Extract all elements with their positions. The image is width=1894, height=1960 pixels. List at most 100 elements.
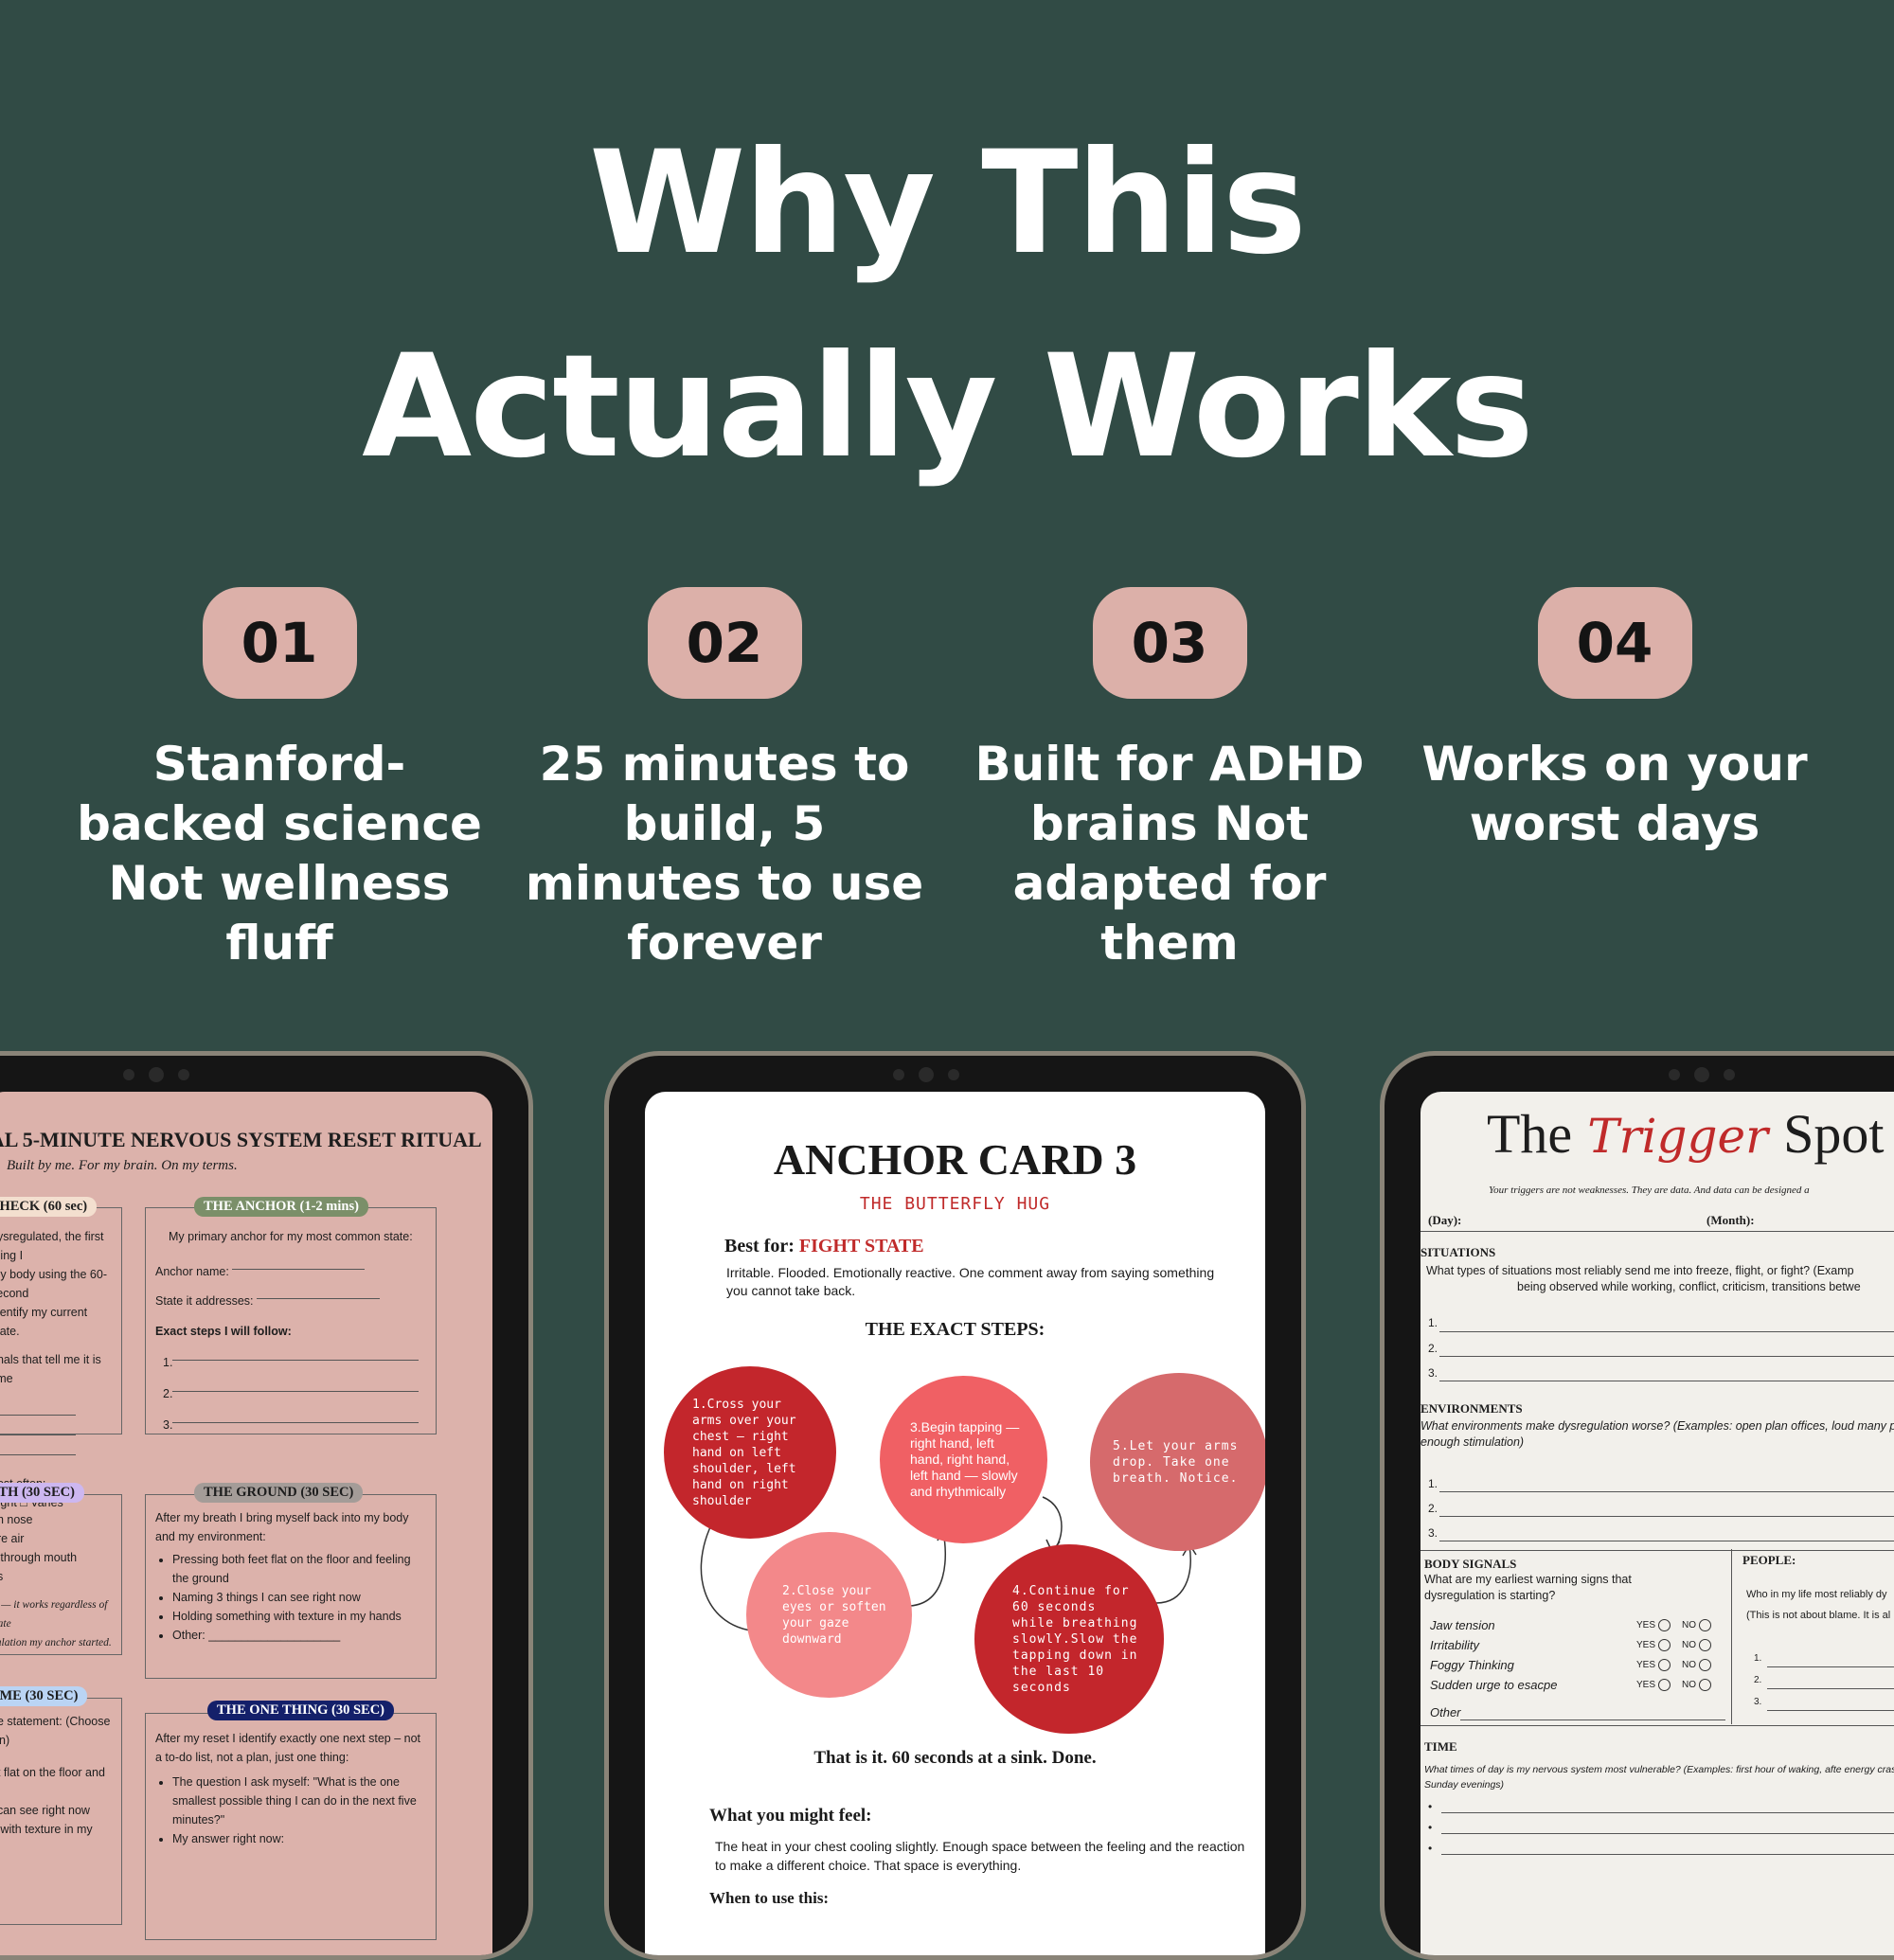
tagline: Your triggers are not weaknesses. They a… bbox=[1489, 1185, 1810, 1196]
answer-line[interactable] bbox=[1441, 1853, 1894, 1855]
name-line: I can see right now bbox=[0, 1804, 90, 1817]
camera-lens-icon bbox=[149, 1067, 164, 1082]
situations-question: What types of situations most reliably s… bbox=[1426, 1264, 1854, 1277]
answer-line[interactable] bbox=[1439, 1515, 1894, 1517]
camera-dot-icon bbox=[1724, 1069, 1735, 1080]
signal-label: Jaw tension bbox=[1430, 1618, 1495, 1632]
divider bbox=[1420, 1724, 1894, 1726]
no-label: NO bbox=[1682, 1640, 1696, 1650]
step-field[interactable] bbox=[172, 1378, 420, 1392]
yes-label: YES bbox=[1636, 1640, 1656, 1650]
answer-line[interactable] bbox=[1439, 1330, 1894, 1332]
name-section: he statement: (Choose wn) et flat on the… bbox=[0, 1698, 122, 1925]
signal-label: Foggy Thinking bbox=[1430, 1658, 1514, 1672]
title-trigger: Trigger bbox=[1587, 1109, 1769, 1164]
anchor-name-label: Anchor name: bbox=[155, 1265, 229, 1278]
answer-line[interactable] bbox=[1439, 1380, 1894, 1381]
anchor-steps-label: Exact steps I will follow: bbox=[155, 1325, 292, 1338]
check-line: identify my current state. bbox=[0, 1306, 88, 1338]
divider bbox=[1420, 1230, 1894, 1232]
list-number: 2. bbox=[1754, 1675, 1762, 1685]
yes-radio[interactable] bbox=[1657, 1658, 1671, 1671]
list-number: 3. bbox=[1428, 1366, 1438, 1380]
list-number: 1. bbox=[1428, 1316, 1438, 1329]
no-label: NO bbox=[1682, 1620, 1696, 1630]
anchor-card-title: ANCHOR CARD 3 bbox=[773, 1135, 1137, 1184]
body-signals-heading: BODY SIGNALS bbox=[1424, 1557, 1517, 1571]
answer-line[interactable] bbox=[1439, 1490, 1894, 1492]
anchor-name-field[interactable] bbox=[232, 1256, 366, 1270]
bullet-icon: • bbox=[1428, 1842, 1433, 1855]
feature-number-badge: 03 bbox=[1092, 587, 1247, 699]
step-number: 1. bbox=[163, 1356, 173, 1369]
yes-radio[interactable] bbox=[1657, 1618, 1671, 1631]
step-field[interactable] bbox=[172, 1409, 420, 1423]
answer-line[interactable] bbox=[1441, 1832, 1894, 1834]
bullet-icon: • bbox=[1428, 1800, 1433, 1813]
worksheet-reset-ritual: NAL 5-MINUTE NERVOUS SYSTEM RESET RITUAL… bbox=[0, 1092, 492, 1955]
step-number: 2. bbox=[163, 1387, 173, 1400]
closing-line: That is it. 60 seconds at a sink. Done. bbox=[813, 1748, 1097, 1768]
step-text: 1.Cross your arms over your chest — righ… bbox=[692, 1397, 796, 1508]
blank-line[interactable] bbox=[0, 1401, 76, 1416]
no-radio[interactable] bbox=[1698, 1638, 1711, 1651]
camera-dot-icon bbox=[178, 1069, 189, 1080]
anchor-state-field[interactable] bbox=[257, 1285, 381, 1299]
people-note: (This is not about blame. It is al bbox=[1746, 1610, 1891, 1621]
name-pill: AME (30 SEC) bbox=[0, 1686, 88, 1706]
other-label: Other bbox=[1430, 1705, 1461, 1719]
bullet-icon: • bbox=[1428, 1821, 1433, 1834]
ground-item: Holding something with texture in my han… bbox=[172, 1607, 426, 1626]
check-line: my body using the 60-second bbox=[0, 1268, 107, 1300]
no-radio[interactable] bbox=[1698, 1678, 1711, 1691]
title-the: The bbox=[1487, 1103, 1573, 1165]
answer-line[interactable] bbox=[1767, 1687, 1894, 1689]
name-line: wn) bbox=[0, 1734, 10, 1747]
breath-line: gh nose bbox=[0, 1513, 33, 1526]
anchor-intro: My primary anchor for my most common sta… bbox=[169, 1230, 413, 1243]
no-radio[interactable] bbox=[1698, 1618, 1711, 1631]
feature-2: 02 25 minutes to build, 5 minutes to use… bbox=[516, 587, 933, 973]
environments-question: What environments make dysregulation wor… bbox=[1420, 1419, 1894, 1449]
when-heading: When to use this: bbox=[709, 1889, 830, 1907]
blank-line[interactable] bbox=[0, 1421, 76, 1435]
body-signals-question: What are my earliest warning signs that … bbox=[1424, 1573, 1632, 1602]
list-number: 1. bbox=[1754, 1653, 1762, 1664]
feature-4: 04 Works on your worst days bbox=[1406, 587, 1823, 854]
ground-item: Pressing both feet flat on the floor and… bbox=[172, 1550, 426, 1588]
no-radio[interactable] bbox=[1698, 1658, 1711, 1671]
step-circle-1: 1.Cross your arms over your chest — righ… bbox=[664, 1366, 836, 1539]
situations-question-cont: being observed while working, conflict, … bbox=[1517, 1280, 1861, 1293]
check-section: dysregulated, the first thing I my body … bbox=[0, 1207, 122, 1509]
step-text: 5.Let your arms drop. Take one breath. N… bbox=[1113, 1438, 1239, 1486]
step-field[interactable] bbox=[172, 1346, 420, 1361]
ground-section: After my breath I bring myself back into… bbox=[145, 1494, 437, 1679]
yes-radio[interactable] bbox=[1657, 1638, 1671, 1651]
yes-label: YES bbox=[1636, 1620, 1656, 1630]
answer-line[interactable] bbox=[1767, 1709, 1894, 1711]
camera-dot-icon bbox=[893, 1069, 904, 1080]
feature-number-badge: 04 bbox=[1537, 587, 1692, 699]
other-field[interactable] bbox=[1460, 1719, 1725, 1720]
blank-line[interactable] bbox=[0, 1441, 76, 1455]
list-number: 2. bbox=[1428, 1342, 1438, 1355]
answer-line[interactable] bbox=[1439, 1540, 1894, 1541]
no-options: NO NO NO NO bbox=[1682, 1615, 1711, 1695]
worksheet-subtitle: Built by me. For my brain. On my terms. bbox=[7, 1158, 238, 1173]
camera-lens-icon bbox=[1694, 1067, 1709, 1082]
yes-radio[interactable] bbox=[1657, 1678, 1671, 1691]
yes-label: YES bbox=[1636, 1680, 1656, 1690]
tablet-middle: ANCHOR CARD 3 THE BUTTERFLY HUG Best for… bbox=[604, 1051, 1306, 1960]
name-line: d bbox=[0, 1782, 112, 1801]
answer-line[interactable] bbox=[1441, 1811, 1894, 1813]
one-thing-pill: THE ONE THING (30 SEC) bbox=[207, 1701, 394, 1720]
answer-line[interactable] bbox=[1767, 1666, 1894, 1667]
situations-heading: SITUATIONS bbox=[1420, 1245, 1496, 1259]
breath-line: es bbox=[0, 1567, 112, 1586]
signal-label: Irritability bbox=[1430, 1638, 1480, 1652]
answer-line[interactable] bbox=[1439, 1355, 1894, 1357]
breath-pill: ATH (30 SEC) bbox=[0, 1483, 84, 1503]
breath-line: et — it works regardless of state bbox=[0, 1599, 108, 1630]
anchor-pill: THE ANCHOR (1-2 mins) bbox=[194, 1197, 368, 1217]
headline-line-1: Why This bbox=[588, 121, 1307, 286]
